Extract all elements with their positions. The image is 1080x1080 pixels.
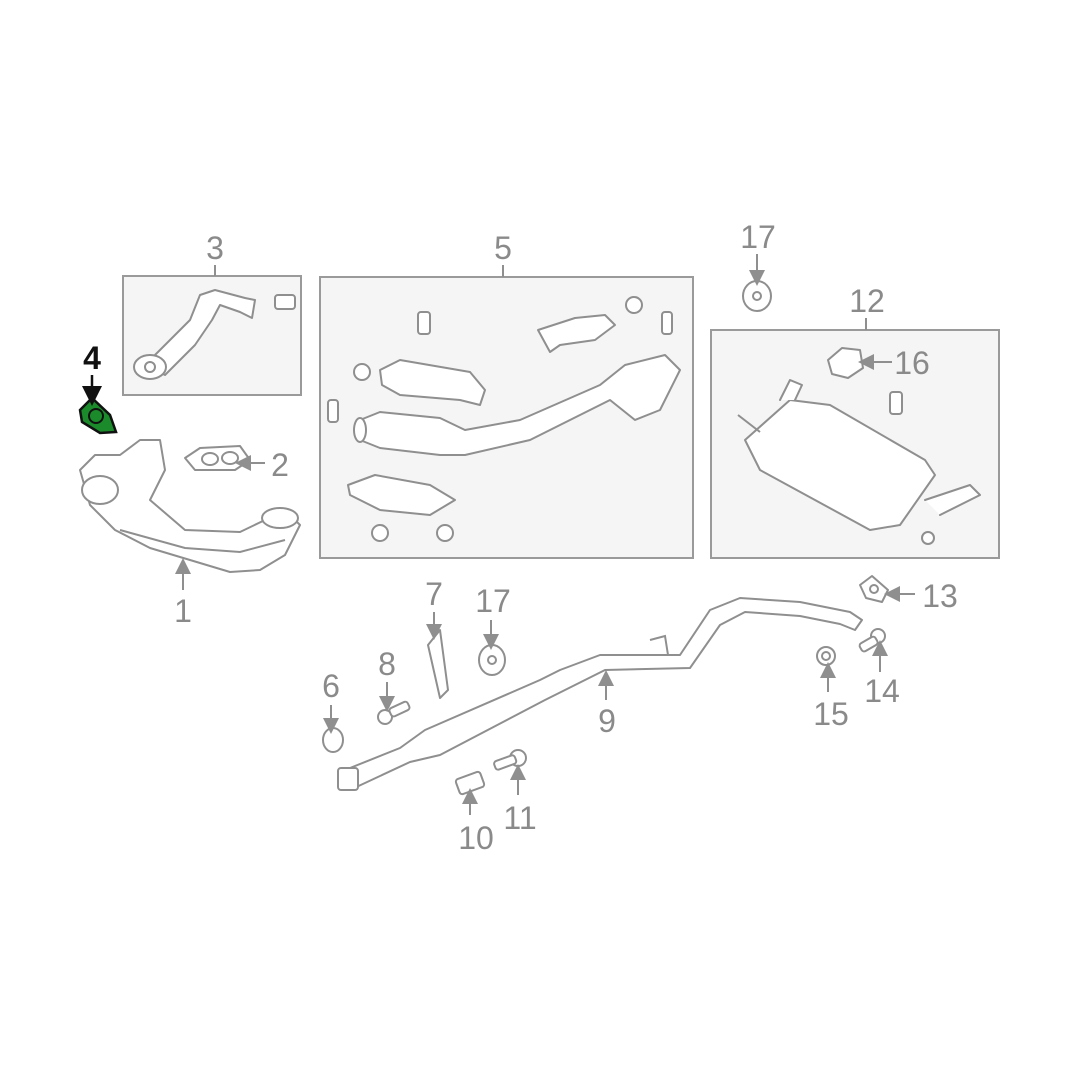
callout-7[interactable]: 7 [425, 576, 443, 612]
callout-13[interactable]: 13 [922, 578, 958, 614]
callout-16[interactable]: 16 [894, 345, 930, 381]
part-17-insulator-top[interactable] [742, 280, 772, 312]
part-11-bolt[interactable] [493, 749, 527, 771]
callout-5[interactable]: 5 [494, 230, 512, 266]
part-5-catalytic-converter-assembly[interactable] [327, 296, 681, 542]
callout-1[interactable]: 1 [174, 593, 192, 629]
callout-9[interactable]: 9 [598, 703, 616, 739]
part-3-pipe[interactable] [133, 289, 296, 380]
part-4-gasket[interactable] [78, 396, 118, 435]
callout-8[interactable]: 8 [378, 646, 396, 682]
callout-15[interactable]: 15 [813, 696, 849, 732]
callout-12[interactable]: 12 [849, 283, 885, 319]
part-9-center-pipe[interactable] [337, 597, 863, 791]
callout-6[interactable]: 6 [322, 668, 340, 704]
part-8-bolt[interactable] [377, 700, 411, 725]
callout-2[interactable]: 2 [271, 447, 289, 483]
part-10-stud[interactable] [454, 770, 486, 796]
callout-17-top[interactable]: 17 [740, 219, 776, 255]
part-7-heat-shield[interactable] [427, 629, 449, 699]
part-14-bolt[interactable] [858, 628, 886, 653]
callout-11[interactable]: 11 [503, 800, 536, 836]
callout-3[interactable]: 3 [206, 230, 224, 266]
callout-17-bottom[interactable]: 17 [475, 583, 511, 619]
callout-4-highlighted[interactable]: 4 [83, 340, 101, 376]
part-17-insulator-bottom[interactable] [478, 644, 506, 676]
callout-10[interactable]: 10 [458, 820, 494, 856]
part-12-muffler[interactable] [737, 379, 981, 545]
part-1-exhaust-manifold[interactable] [79, 439, 301, 573]
part-15-nut[interactable] [816, 646, 836, 666]
callout-14[interactable]: 14 [864, 673, 900, 709]
part-6-clamp[interactable] [322, 727, 344, 753]
part-13-gasket[interactable] [859, 575, 889, 603]
part-2-gasket[interactable] [184, 445, 251, 471]
